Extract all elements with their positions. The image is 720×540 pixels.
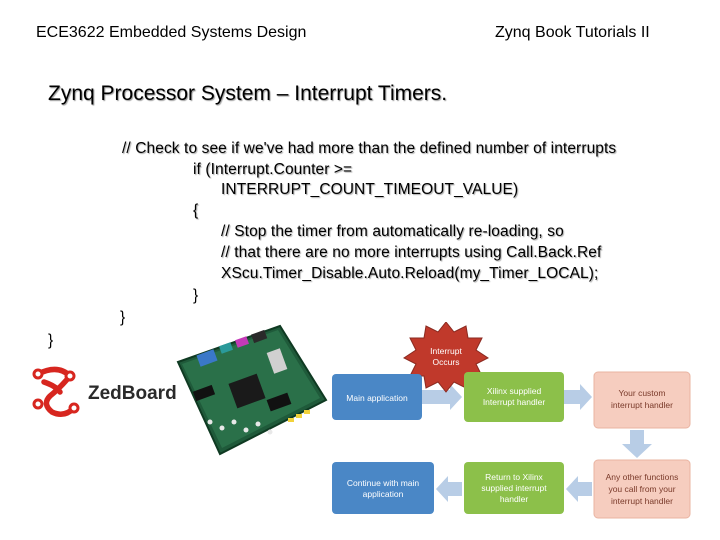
code-disable-autoreload: XScu.Timer_Disable.Auto.Reload(my_Timer_…: [221, 265, 599, 282]
box-other-functions-line2: you call from your: [608, 484, 675, 494]
course-title: ECE3622 Embedded Systems Design: [36, 24, 307, 41]
box-other-functions-line3: interrupt handler: [611, 496, 673, 506]
starburst-label-occurs: Occurs: [433, 357, 460, 367]
box-other-functions: [593, 459, 691, 519]
code-comment-stop: // Stop the timer from automatically re-…: [221, 223, 564, 240]
flow-arrows: [422, 384, 652, 502]
box-xilinx-handler-line2: Interrupt handler: [483, 397, 546, 407]
code-open-brace: {: [193, 202, 199, 219]
arrow-custom-to-other: [622, 430, 652, 458]
slide-title: Zynq Processor System – Interrupt Timers…: [48, 82, 448, 105]
box-continue-main: [332, 462, 434, 514]
zedboard-photo: [176, 324, 328, 456]
code-comment-callback: // that there are no more interrupts usi…: [221, 244, 602, 261]
box-xilinx-handler-line1: Xilinx supplied: [487, 386, 542, 396]
code-close-brace-inner: }: [193, 287, 199, 304]
box-return-xilinx-line3: handler: [500, 494, 529, 504]
box-return-xilinx: [464, 462, 564, 514]
starburst-label-interrupt: Interrupt: [430, 346, 462, 356]
arrow-return-to-continue: [436, 476, 462, 502]
arrow-xilinx-to-custom: [564, 384, 592, 410]
box-continue-main-line1: Continue with main: [347, 478, 420, 488]
interrupt-flow-diagram: Interrupt Occurs Main application Xilinx…: [332, 322, 691, 519]
box-continue-main-line2: application: [363, 489, 404, 499]
zedboard-wordmark: ZedBoard: [88, 383, 177, 404]
code-timeout-constant: INTERRUPT_COUNT_TIMEOUT_VALUE): [221, 181, 519, 198]
zedboard-logo: ZedBoard: [32, 366, 177, 417]
box-main-application-label: Main application: [346, 393, 408, 403]
zedboard-mark-icon: [35, 366, 77, 417]
box-return-xilinx-line1: Return to Xilinx: [485, 472, 543, 482]
box-return-xilinx-line2: supplied interrupt: [481, 483, 547, 493]
tutorial-title: Zynq Book Tutorials II: [495, 24, 650, 41]
box-custom-handler-line1: Your custom: [619, 388, 666, 398]
code-close-brace-outer: }: [48, 332, 54, 349]
arrow-main-to-xilinx: [422, 384, 462, 410]
code-close-brace-middle: }: [120, 309, 126, 326]
box-custom-handler-line2: interrupt handler: [611, 400, 673, 410]
box-xilinx-handler: [464, 372, 564, 422]
box-custom-handler: [593, 371, 691, 429]
code-if-statement: if (Interrupt.Counter >=: [193, 161, 353, 178]
box-main-application: [332, 374, 422, 420]
code-comment-check: // Check to see if we've had more than t…: [122, 140, 617, 157]
box-other-functions-line1: Any other functions: [606, 472, 679, 482]
arrow-other-to-return: [566, 476, 592, 502]
